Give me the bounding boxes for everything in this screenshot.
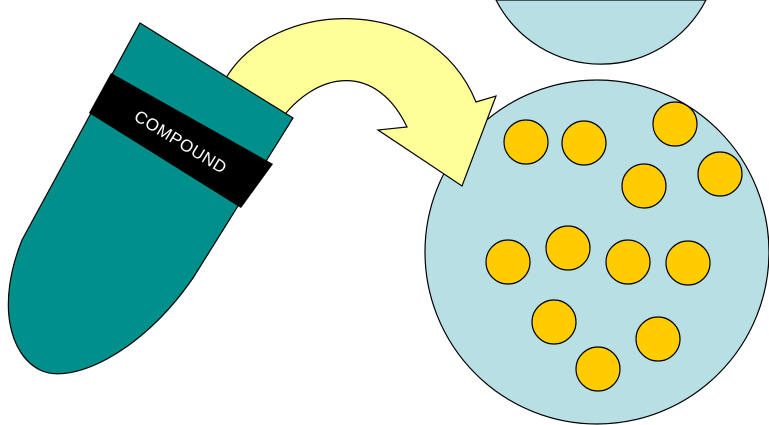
particle xyxy=(486,240,530,284)
particle xyxy=(606,240,650,284)
particle xyxy=(576,347,620,391)
top-dish xyxy=(496,0,706,64)
particle xyxy=(698,152,742,196)
particle xyxy=(562,121,606,165)
particle xyxy=(653,102,697,146)
particle xyxy=(532,300,576,344)
particle xyxy=(622,164,666,208)
particle xyxy=(666,241,710,285)
particle xyxy=(636,317,680,361)
particle xyxy=(546,226,590,270)
particle xyxy=(504,120,548,164)
